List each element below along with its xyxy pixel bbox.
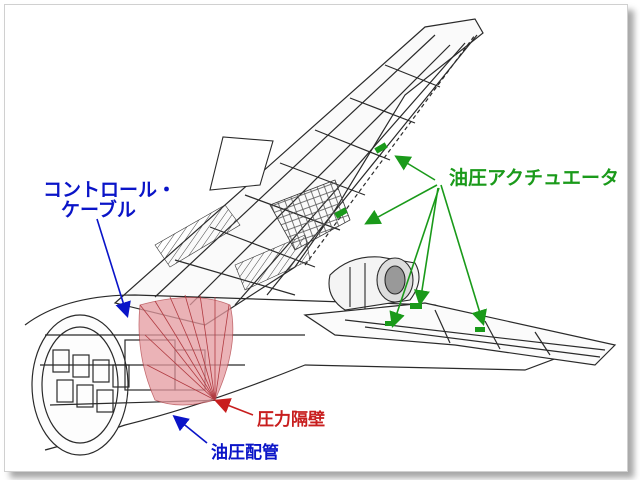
fin-hatched-panel [154,204,241,268]
fin-hatched-panel [234,234,311,291]
bulkhead-leader [214,398,254,416]
hydraulic-piping-leader [172,414,208,444]
horizontal-stabilizer [303,302,617,366]
hydraulic-piping-label: 油圧配管 [211,443,279,463]
control-cable-label-line1: コントロール・ [43,179,177,201]
tail-cutaway-drawing [24,18,617,456]
pressure-bulkhead-label: 圧力隔壁 [257,410,325,430]
apu-unit [328,256,420,311]
diagram-canvas: コントロール・ ケーブル 油圧アクチュエータ 圧力隔壁 油圧配管 [4,4,628,472]
control-cable-label-line2: ケーブル [61,199,136,221]
hydraulic-actuator-label: 油圧アクチュエータ [449,167,620,189]
fin-grid-panel [269,179,351,251]
fuselage-section [24,294,567,456]
upper-fairing [209,136,274,191]
actuator-leaders [364,155,487,329]
control-cable-leader [96,218,131,319]
vertical-stabilizer [113,18,484,326]
pressure-bulkhead-drawing [138,294,234,406]
